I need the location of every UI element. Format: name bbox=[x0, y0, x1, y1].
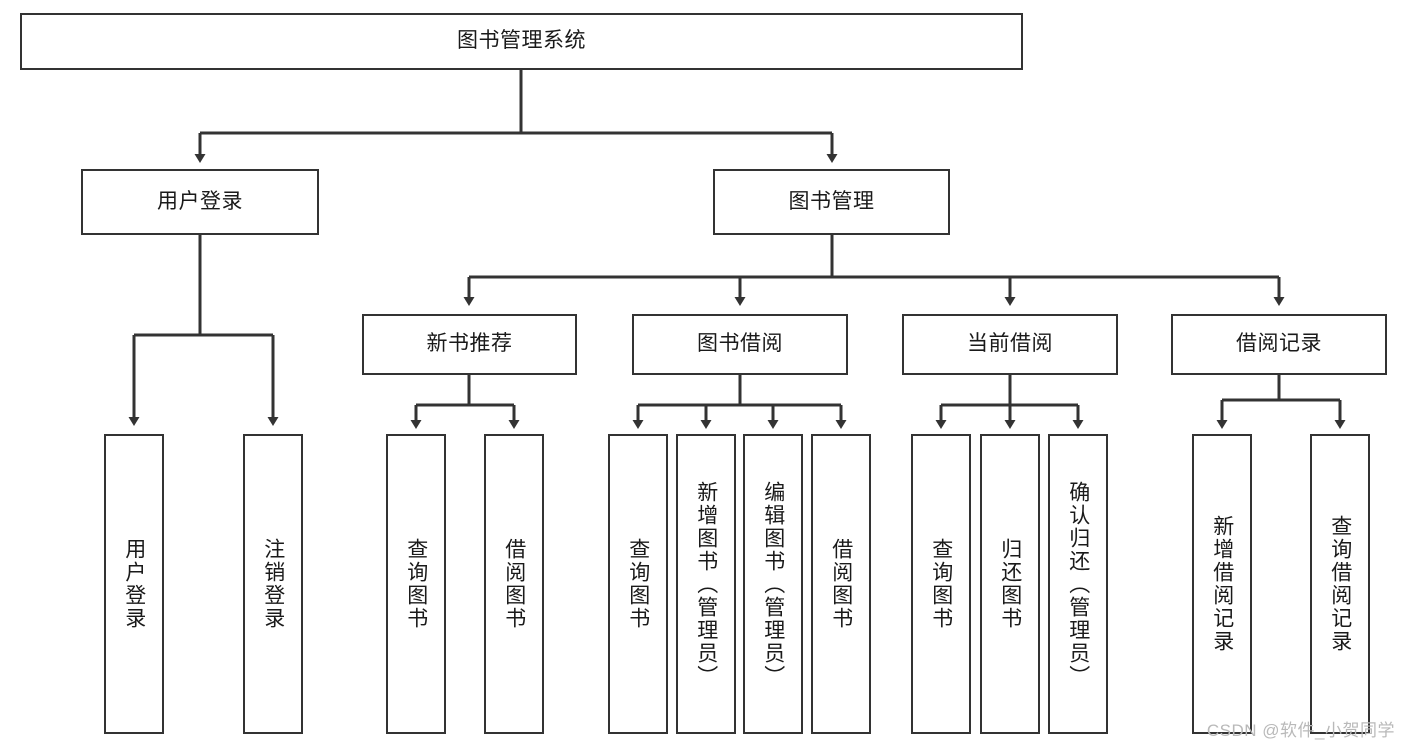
node-borrow-record[interactable]: 借阅记录 bbox=[1171, 314, 1387, 375]
leaf-user-login-label: 用户登录 bbox=[122, 538, 146, 630]
leaf-borrow-book-2-label: 借阅图书 bbox=[829, 538, 853, 630]
leaf-add-book[interactable]: 新增图书（管理员） bbox=[676, 434, 736, 734]
leaf-user-logout-label: 注销登录 bbox=[261, 538, 285, 630]
node-book-manage-label: 图书管理 bbox=[788, 189, 875, 213]
leaf-user-login[interactable]: 用户登录 bbox=[104, 434, 164, 734]
leaf-query-book-1[interactable]: 查询图书 bbox=[386, 434, 446, 734]
node-current-borrow-label: 当前借阅 bbox=[967, 332, 1053, 356]
leaf-borrow-book-1-label: 借阅图书 bbox=[502, 538, 526, 630]
leaf-confirm-return-label: 确认归还（管理员） bbox=[1066, 480, 1090, 688]
leaf-return-book-label: 归还图书 bbox=[998, 538, 1022, 630]
leaf-query-record[interactable]: 查询借阅记录 bbox=[1310, 434, 1370, 734]
leaf-edit-book[interactable]: 编辑图书（管理员） bbox=[743, 434, 803, 734]
node-book-borrow-label: 图书借阅 bbox=[697, 332, 783, 356]
leaf-edit-book-label: 编辑图书（管理员） bbox=[761, 480, 785, 688]
node-book-borrow[interactable]: 图书借阅 bbox=[632, 314, 848, 375]
node-user-login-label: 用户登录 bbox=[157, 189, 243, 213]
leaf-query-book-3-label: 查询图书 bbox=[929, 538, 953, 630]
node-book-manage[interactable]: 图书管理 bbox=[713, 169, 950, 235]
node-borrow-record-label: 借阅记录 bbox=[1236, 332, 1322, 356]
leaf-add-record-label: 新增借阅记录 bbox=[1210, 515, 1234, 653]
leaf-borrow-book-1[interactable]: 借阅图书 bbox=[484, 434, 544, 734]
leaf-query-book-2-label: 查询图书 bbox=[626, 538, 650, 630]
node-root-label: 图书管理系统 bbox=[457, 29, 586, 53]
leaf-query-book-1-label: 查询图书 bbox=[404, 538, 428, 630]
leaf-query-book-3[interactable]: 查询图书 bbox=[911, 434, 971, 734]
leaf-query-book-2[interactable]: 查询图书 bbox=[608, 434, 668, 734]
leaf-user-logout[interactable]: 注销登录 bbox=[243, 434, 303, 734]
leaf-add-book-label: 新增图书（管理员） bbox=[694, 480, 718, 688]
leaf-add-record[interactable]: 新增借阅记录 bbox=[1192, 434, 1252, 734]
node-current-borrow[interactable]: 当前借阅 bbox=[902, 314, 1118, 375]
node-root[interactable]: 图书管理系统 bbox=[20, 13, 1023, 70]
node-user-login[interactable]: 用户登录 bbox=[81, 169, 319, 235]
leaf-query-record-label: 查询借阅记录 bbox=[1328, 515, 1352, 653]
leaf-confirm-return[interactable]: 确认归还（管理员） bbox=[1048, 434, 1108, 734]
node-new-book-recommend[interactable]: 新书推荐 bbox=[362, 314, 577, 375]
csdn-watermark: CSDN @软件_小贺同学 bbox=[1206, 721, 1395, 740]
leaf-return-book[interactable]: 归还图书 bbox=[980, 434, 1040, 734]
node-new-book-recommend-label: 新书推荐 bbox=[426, 332, 513, 356]
leaf-borrow-book-2[interactable]: 借阅图书 bbox=[811, 434, 871, 734]
